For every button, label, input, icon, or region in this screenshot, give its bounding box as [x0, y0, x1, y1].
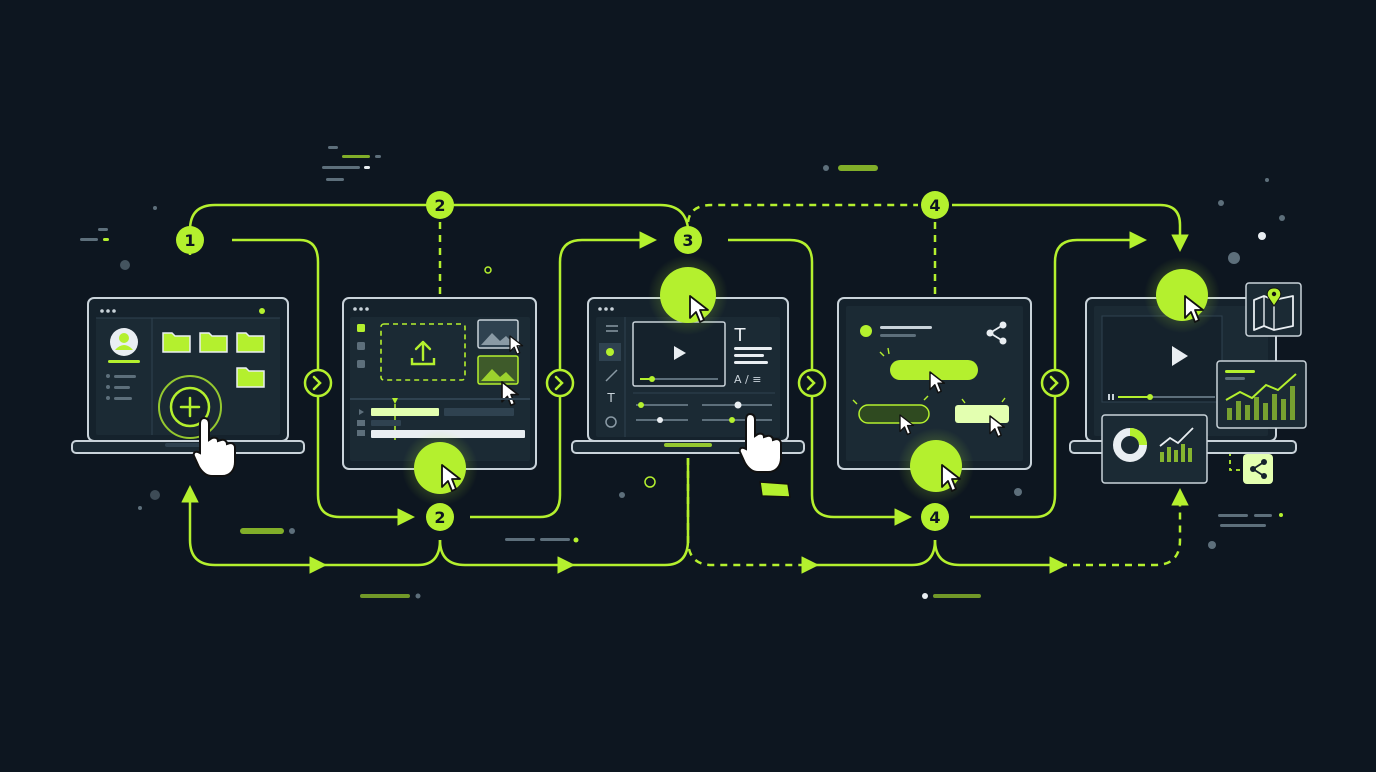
- step-number: 2: [434, 196, 445, 215]
- step-number: 3: [682, 231, 693, 250]
- bottom-flow-1: [188, 500, 327, 574]
- avatar: [108, 328, 140, 363]
- ambient-decor: [80, 146, 1285, 599]
- step-number: 4: [929, 196, 940, 215]
- step-badge-1: 1: [176, 226, 204, 254]
- video-preview[interactable]: [632, 321, 726, 387]
- hand-pointer-icon: [738, 413, 791, 498]
- primary-action-button[interactable]: [890, 360, 978, 380]
- bottom-flow-6: [812, 539, 937, 567]
- step-badge-4-top: 4: [921, 191, 949, 219]
- line-chart-card[interactable]: [1216, 360, 1307, 429]
- step-number: 1: [184, 231, 195, 250]
- play-icon: [1172, 346, 1188, 366]
- screen-3-video-editor: T T A / ≡: [571, 297, 805, 498]
- chevron-right-icon: [797, 368, 827, 398]
- screen-4-share-panel: [837, 297, 1032, 470]
- bottom-flow-3: [438, 539, 575, 574]
- share-icon[interactable]: [986, 321, 1007, 345]
- chevron-connectors: [303, 368, 1070, 398]
- step-badges: 1 2 2 3 4 4: [176, 191, 949, 531]
- bottom-flow-4: [568, 458, 690, 567]
- step-number: 4: [929, 508, 940, 527]
- bottom-flow-7: [933, 539, 1067, 574]
- screen-5-analytics: [1069, 282, 1307, 484]
- path-4-top-to-end: [952, 203, 1189, 252]
- chevron-right-icon: [1040, 368, 1070, 398]
- dashed-3-to-4-top: [686, 203, 918, 223]
- format-tools[interactable]: A / ≡: [734, 373, 761, 386]
- bottom-flow-5-dashed: [686, 458, 819, 574]
- sliders-icon[interactable]: [606, 325, 618, 332]
- secondary-action-button[interactable]: [858, 404, 930, 424]
- donut-chart-card[interactable]: [1101, 414, 1208, 484]
- chevron-right-icon: [545, 368, 575, 398]
- folder-icon: [162, 332, 265, 388]
- magic-icon[interactable]: [605, 369, 618, 382]
- tertiary-action-button[interactable]: [955, 405, 1009, 423]
- screen-1-file-manager: [71, 297, 305, 477]
- upload-dropzone[interactable]: [380, 323, 466, 381]
- chevron-right-icon: [303, 368, 333, 398]
- screen-2-upload-editor: [342, 297, 537, 470]
- map-pin-icon[interactable]: [1245, 282, 1302, 337]
- step-badge-2-top: 2: [426, 191, 454, 219]
- top-path-1-2-3: [188, 203, 690, 255]
- step-number: 2: [434, 508, 445, 527]
- click-indicators: [402, 255, 1220, 506]
- bottom-flow-2: [320, 539, 442, 567]
- add-button[interactable]: [158, 375, 222, 439]
- play-icon: [674, 346, 686, 360]
- step-badge-4-bottom: 4: [921, 503, 949, 531]
- upload-icon: [410, 340, 436, 366]
- bottom-flow-8-dashed: [1060, 488, 1189, 567]
- text-tool-icon[interactable]: T: [734, 325, 747, 346]
- step-badge-3: 3: [674, 226, 702, 254]
- share-icon[interactable]: [1243, 454, 1273, 484]
- step-badge-2-bottom: 2: [426, 503, 454, 531]
- image-thumbnail[interactable]: [477, 319, 519, 385]
- sidebar-text-tool[interactable]: T: [606, 391, 615, 405]
